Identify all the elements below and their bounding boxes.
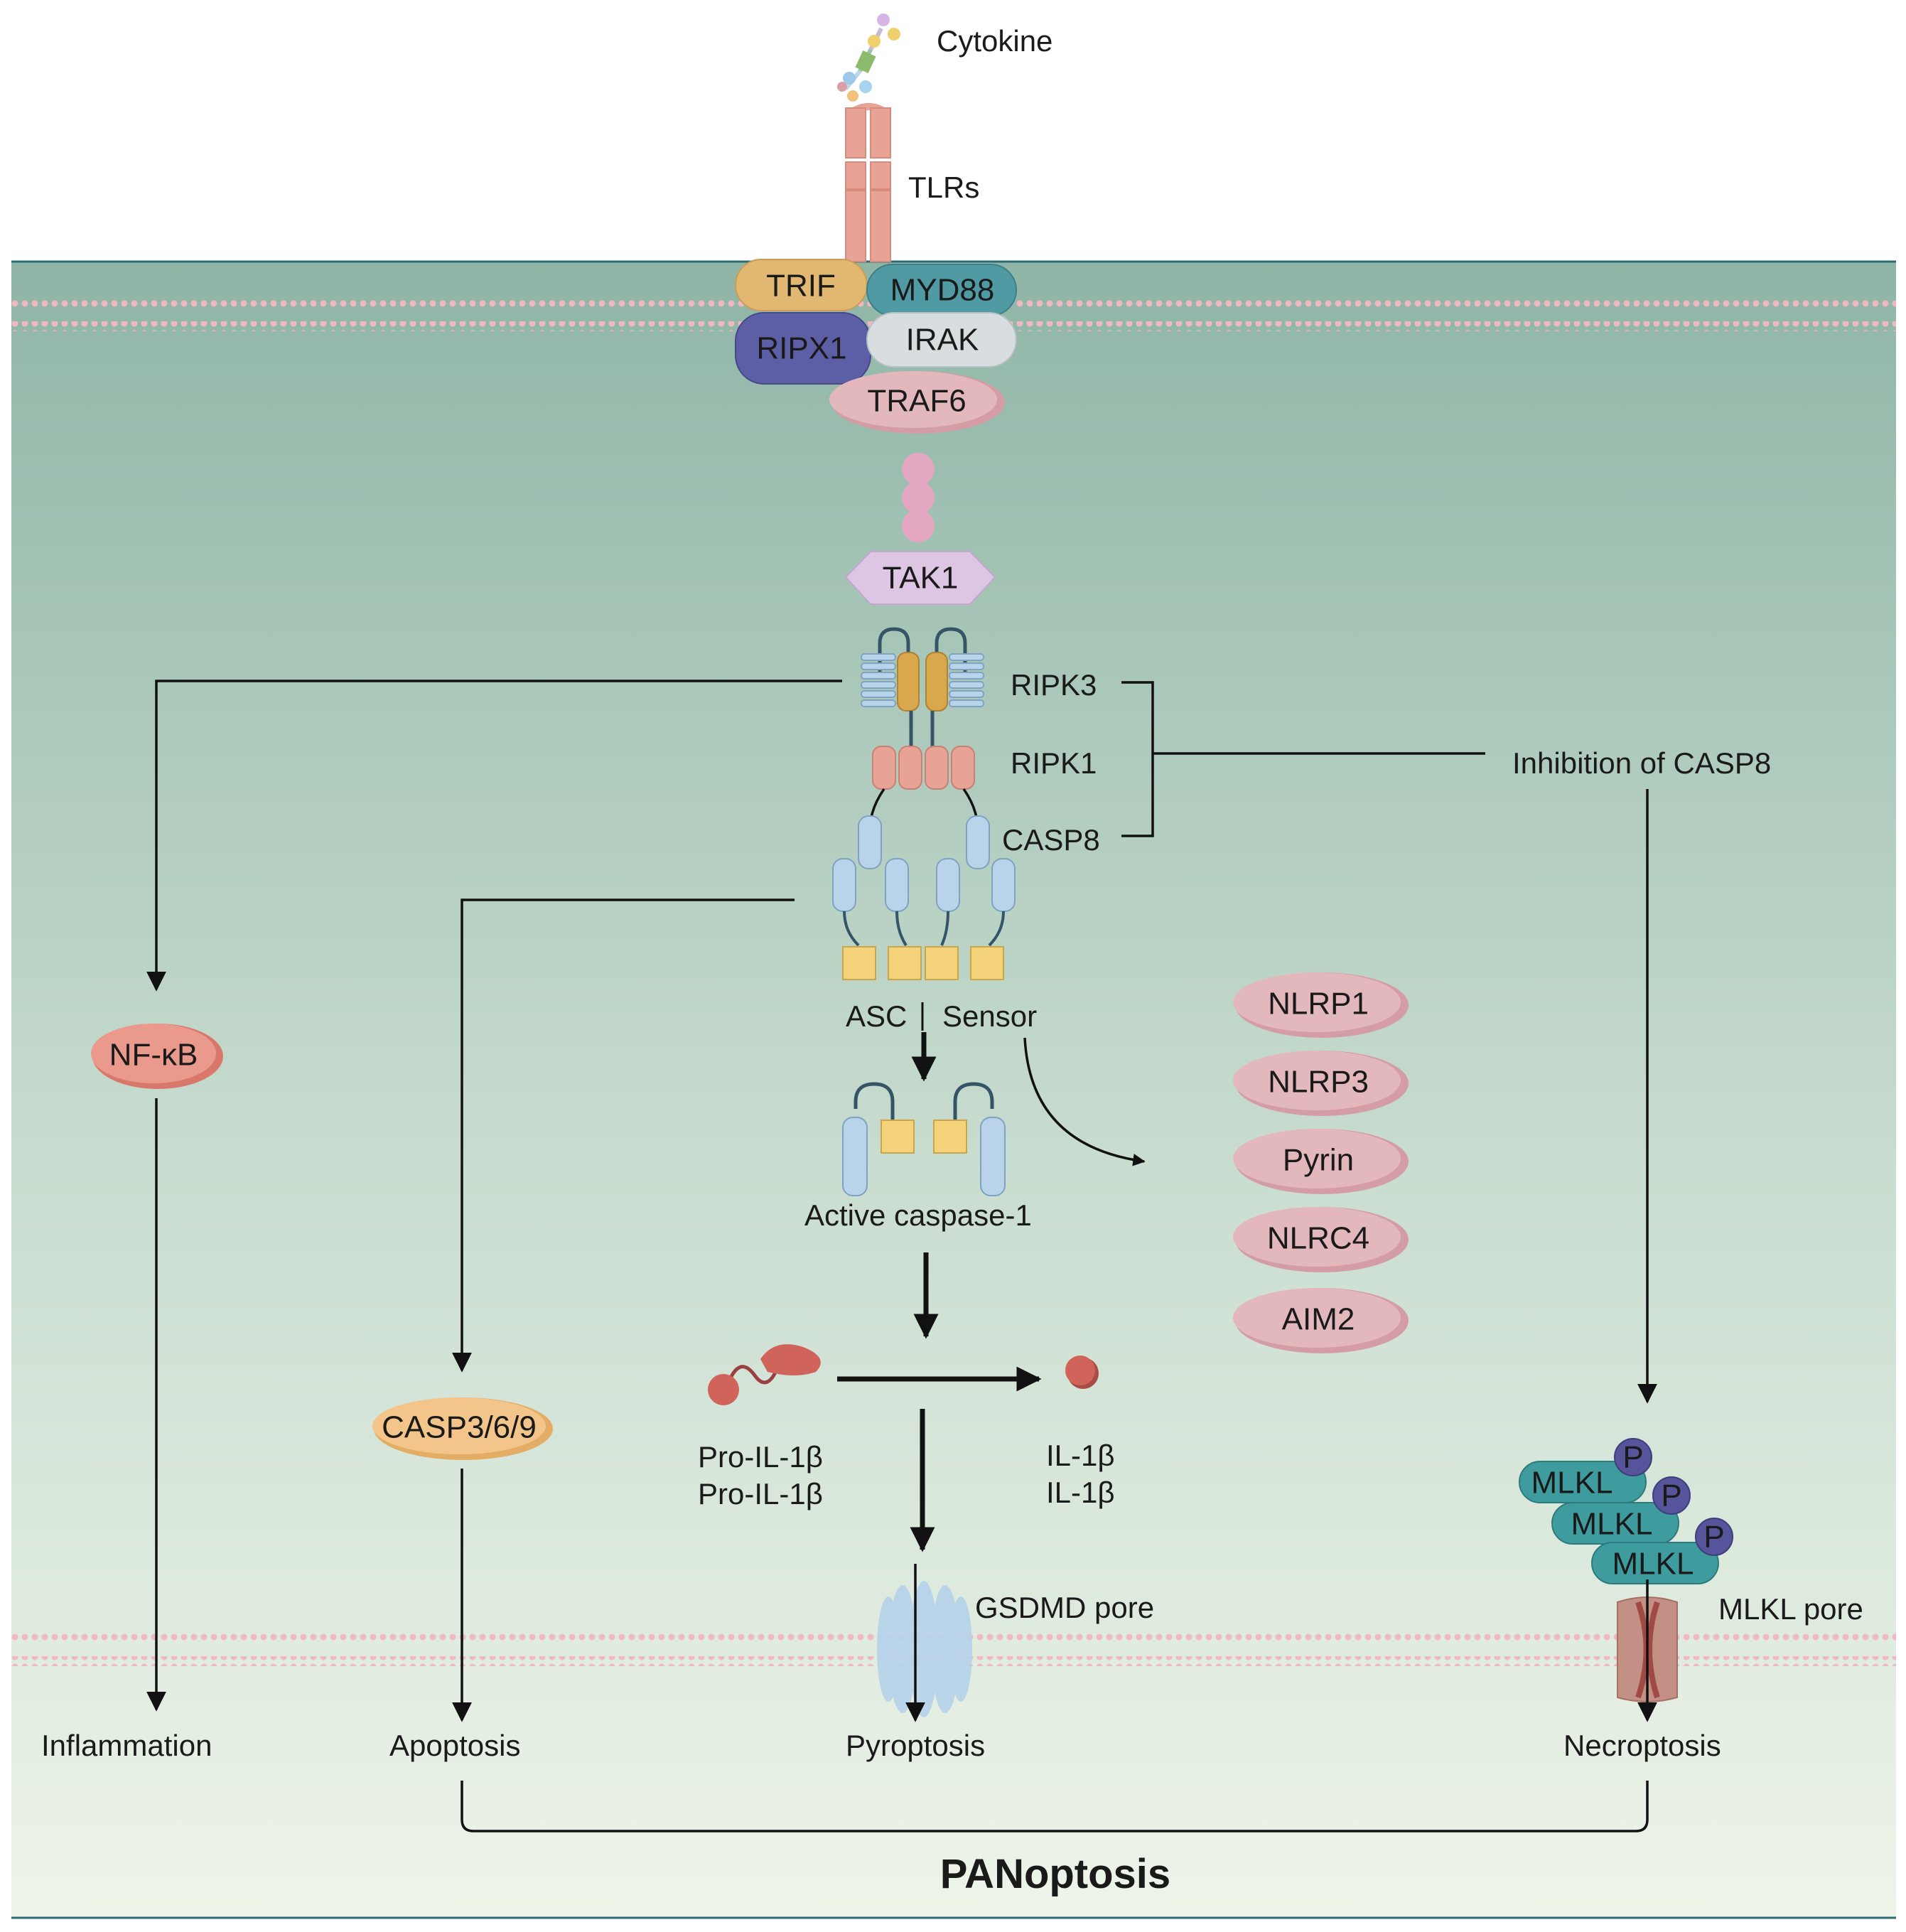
trif-node: TRIF: [735, 259, 868, 311]
pro-il1b-label-2: Pro-IL-1β: [698, 1477, 823, 1510]
il1b-label-2: IL-1β: [1046, 1476, 1115, 1509]
ripk1-complex-icon: [872, 746, 975, 790]
ripk1-label: RIPK1: [1011, 746, 1097, 780]
svg-text:NLRP1: NLRP1: [1268, 987, 1369, 1021]
nfkb-node: NF-κB: [91, 1024, 223, 1089]
sensor-list: NLRP1 NLRP3 Pyrin NLRC4 AIM2: [1233, 972, 1409, 1353]
svg-text:RIPX1: RIPX1: [756, 331, 846, 366]
svg-text:MLKL: MLKL: [1531, 1466, 1613, 1501]
outcome-necroptosis: Necroptosis: [1563, 1729, 1721, 1762]
inhibition-casp8-label: Inhibition of CASP8: [1512, 746, 1771, 780]
traf6-node: TRAF6: [829, 371, 1005, 434]
gsdmd-pore-label: GSDMD pore: [975, 1591, 1154, 1624]
svg-text:TRAF6: TRAF6: [867, 384, 966, 419]
myd88-node: MYD88: [866, 264, 1017, 316]
svg-text:NF-κB: NF-κB: [109, 1038, 198, 1073]
svg-text:TAK1: TAK1: [883, 561, 959, 596]
complex-bracket: [1121, 681, 1154, 837]
il1b-icon: [1065, 1356, 1099, 1389]
irak-node: IRAK: [866, 312, 1017, 367]
gsdmd-pore-icon: [877, 1581, 972, 1717]
active-caspase1-label: Active caspase-1: [804, 1198, 1032, 1232]
svg-text:P: P: [1622, 1440, 1643, 1475]
panoptosis-title: PANoptosis: [940, 1851, 1170, 1897]
svg-text:Pyrin: Pyrin: [1283, 1143, 1354, 1178]
active-caspase1-icon: [842, 1082, 1006, 1196]
panoptosis-bracket: [461, 1781, 1649, 1832]
svg-text:MLKL: MLKL: [1571, 1507, 1653, 1542]
svg-text:MYD88: MYD88: [890, 273, 995, 308]
svg-text:AIM2: AIM2: [1282, 1302, 1355, 1337]
sensor-aim2: AIM2: [1233, 1288, 1409, 1353]
casp369-node: CASP3/6/9: [372, 1397, 553, 1460]
ubiquitin-chain-icon: [902, 453, 935, 542]
sensor-nlrc4: NLRC4: [1233, 1207, 1409, 1272]
sensor-label: Sensor: [942, 999, 1037, 1033]
outcome-apoptosis: Apoptosis: [389, 1729, 520, 1762]
sensor-nlrp3: NLRP3: [1233, 1051, 1409, 1116]
ripk3-complex-icon: [861, 627, 984, 746]
casp8-asc-complex-icon: [832, 788, 1016, 980]
svg-text:IRAK: IRAK: [906, 323, 979, 358]
svg-text:P: P: [1703, 1520, 1724, 1555]
tlrs-label: TLRs: [908, 171, 979, 204]
sensor-nlrp1: NLRP1: [1233, 972, 1409, 1038]
svg-text:CASP3/6/9: CASP3/6/9: [382, 1410, 537, 1445]
pro-il1b-label-1: Pro-IL-1β: [698, 1440, 823, 1474]
cytokine-label: Cytokine: [937, 24, 1052, 58]
ripx1-node: RIPX1: [735, 312, 871, 385]
tak1-node: TAK1: [844, 551, 996, 605]
mlkl-oligomer-icon: MLKL P MLKL P MLKL P: [1519, 1438, 1733, 1584]
arrow-to-casp369: [452, 898, 795, 1373]
il1b-label-1: IL-1β: [1046, 1439, 1115, 1472]
arrow-to-sensors: [1023, 1037, 1146, 1166]
svg-text:NLRC4: NLRC4: [1267, 1221, 1369, 1256]
cytokine-icon: [837, 14, 900, 102]
sensor-pyrin: Pyrin: [1233, 1129, 1409, 1194]
svg-text:NLRP3: NLRP3: [1268, 1065, 1369, 1100]
ripk3-label: RIPK3: [1011, 668, 1097, 702]
asc-label: ASC: [846, 999, 907, 1033]
svg-text:MLKL: MLKL: [1612, 1547, 1694, 1582]
arrow-to-nfkb: [146, 680, 842, 992]
pro-il1b-icon: [708, 1344, 821, 1405]
outcome-pyroptosis: Pyroptosis: [846, 1729, 985, 1762]
tlr-receptor-icon: [845, 103, 891, 262]
svg-text:TRIF: TRIF: [766, 269, 836, 304]
mlkl-pore-label: MLKL pore: [1718, 1592, 1863, 1626]
svg-text:P: P: [1661, 1478, 1681, 1513]
casp8-label: CASP8: [1002, 823, 1100, 857]
outcome-inflammation: Inflammation: [41, 1729, 212, 1762]
